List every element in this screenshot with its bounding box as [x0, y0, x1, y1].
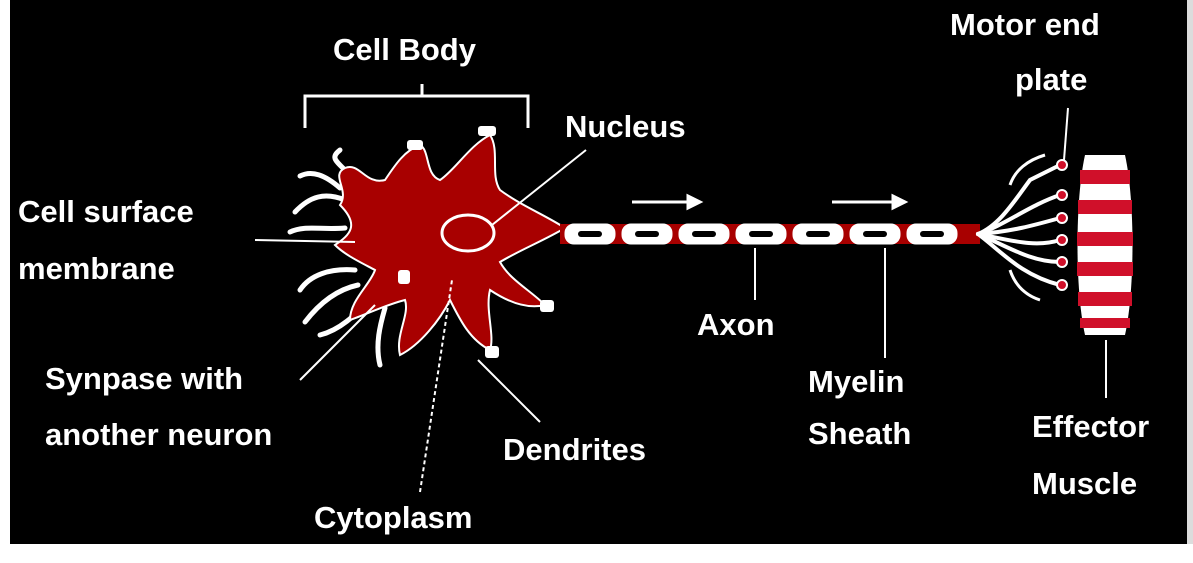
label-dendrites: Dendrites: [503, 432, 646, 467]
label-synapse-1: Synpase with: [45, 361, 243, 396]
label-cell-surface-1: Cell surface: [18, 194, 194, 229]
label-nucleus: Nucleus: [565, 109, 686, 144]
label-myelin-2: Sheath: [808, 416, 911, 451]
effector-muscle: [1077, 155, 1133, 335]
label-axon: Axon: [697, 307, 775, 342]
label-motor-end-2: plate: [1015, 62, 1087, 97]
axon: [560, 224, 980, 244]
label-myelin-1: Myelin: [808, 364, 904, 399]
axon-terminals: [978, 165, 1060, 285]
label-cytoplasm: Cytoplasm: [314, 500, 472, 535]
label-cell-body: Cell Body: [333, 32, 477, 67]
label-effector-2: Muscle: [1032, 466, 1137, 501]
label-cell-surface-2: membrane: [18, 251, 175, 286]
nucleus: [442, 215, 494, 251]
terminal-knobs: [1057, 160, 1067, 290]
cell-body-bracket: [305, 84, 528, 128]
label-effector-1: Effector: [1032, 409, 1149, 444]
label-motor-end-1: Motor end: [950, 7, 1100, 42]
label-synapse-2: another neuron: [45, 417, 272, 452]
